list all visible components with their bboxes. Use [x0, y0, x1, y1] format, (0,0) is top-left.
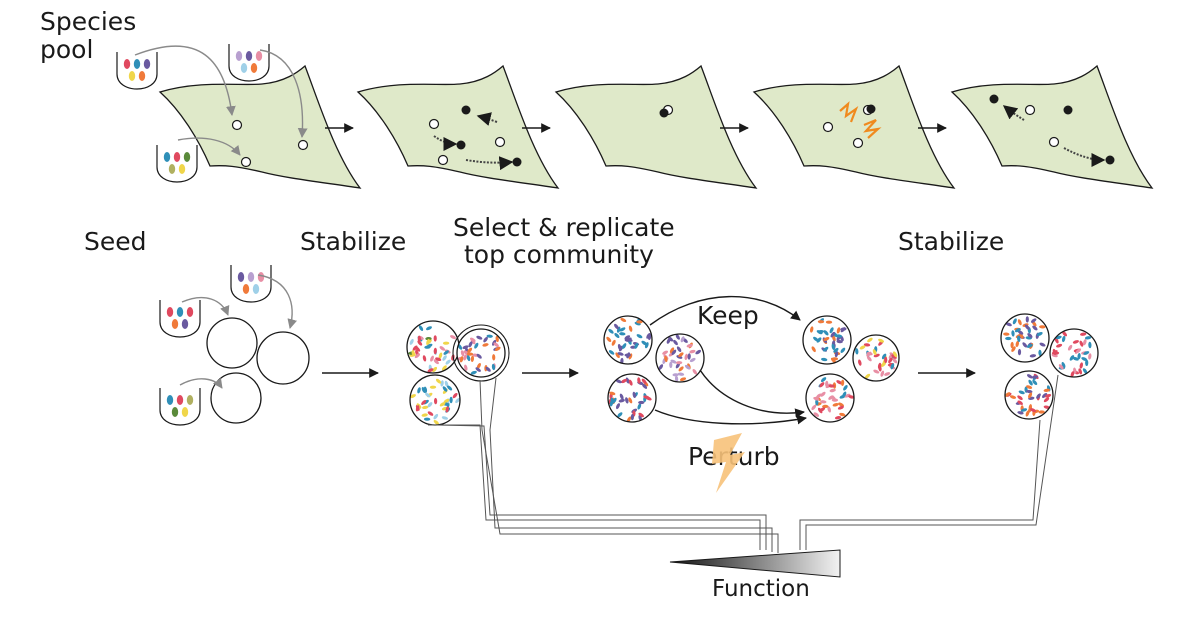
- seed-arrows-bottom: [179, 274, 297, 389]
- stage-label-select-line1: Select & replicate: [453, 213, 675, 242]
- community-well: [1049, 328, 1099, 378]
- function-label: Function: [712, 576, 810, 602]
- seed-tubes: [159, 265, 272, 426]
- empty-seed-wells: [206, 317, 310, 424]
- perturbation-zigzag: [863, 118, 882, 139]
- species-pool-label-line1: Species: [40, 7, 136, 36]
- community-well: [802, 315, 852, 365]
- seed-arrows-top: [134, 45, 308, 156]
- community-wells: [406, 313, 1099, 426]
- species-pool-label-line2: pool: [40, 35, 93, 64]
- landscape-1-markers: [231, 119, 309, 168]
- fitness-landscape-4: [752, 64, 956, 189]
- keep-label: Keep: [697, 301, 759, 330]
- community-well: [655, 333, 705, 383]
- test-tube-icon: [156, 145, 198, 183]
- community-well: [1000, 313, 1050, 363]
- fitness-landscape-3: [554, 64, 758, 189]
- function-connectors: [428, 374, 1059, 553]
- landscape-5-markers: [989, 94, 1115, 167]
- landscape-4-markers: [822, 101, 882, 149]
- stage-label-stabilize-2: Stabilize: [898, 227, 1004, 256]
- community-well: [607, 373, 657, 423]
- test-tube-icon: [228, 44, 270, 82]
- test-tube-icon: [159, 300, 201, 338]
- keep-arrow: [649, 295, 801, 326]
- perturb-arrow-lower: [654, 409, 807, 425]
- keep-perturb-arrows: [649, 295, 807, 425]
- stage-label-stabilize-1: Stabilize: [300, 227, 406, 256]
- lightning-bolt-icon: [712, 433, 745, 493]
- species-pool-tubes: [116, 44, 270, 183]
- fitness-landscape-1: [158, 64, 362, 189]
- community-well: [852, 334, 900, 382]
- perturbation-zigzag: [839, 101, 859, 123]
- stage-label-seed: Seed: [84, 227, 147, 256]
- fitness-landscape-row: [158, 64, 1154, 189]
- test-tube-icon: [116, 52, 158, 90]
- function-gradient-wedge: [669, 549, 841, 578]
- stage-label-select-line2: top community: [464, 240, 654, 269]
- community-well: [1004, 370, 1054, 420]
- perturb-arrow-upper: [699, 369, 805, 419]
- community-well: [409, 374, 461, 426]
- fitness-landscape-2: [356, 64, 560, 189]
- landscape-2-markers: [428, 105, 522, 171]
- landscape-3-markers: [659, 104, 674, 118]
- test-tube-icon: [230, 265, 272, 303]
- test-tube-icon: [159, 388, 201, 426]
- community-well: [452, 324, 510, 382]
- community-well: [406, 320, 460, 374]
- fitness-landscape-5: [950, 64, 1154, 189]
- community-well: [805, 373, 855, 423]
- community-well: [603, 315, 653, 365]
